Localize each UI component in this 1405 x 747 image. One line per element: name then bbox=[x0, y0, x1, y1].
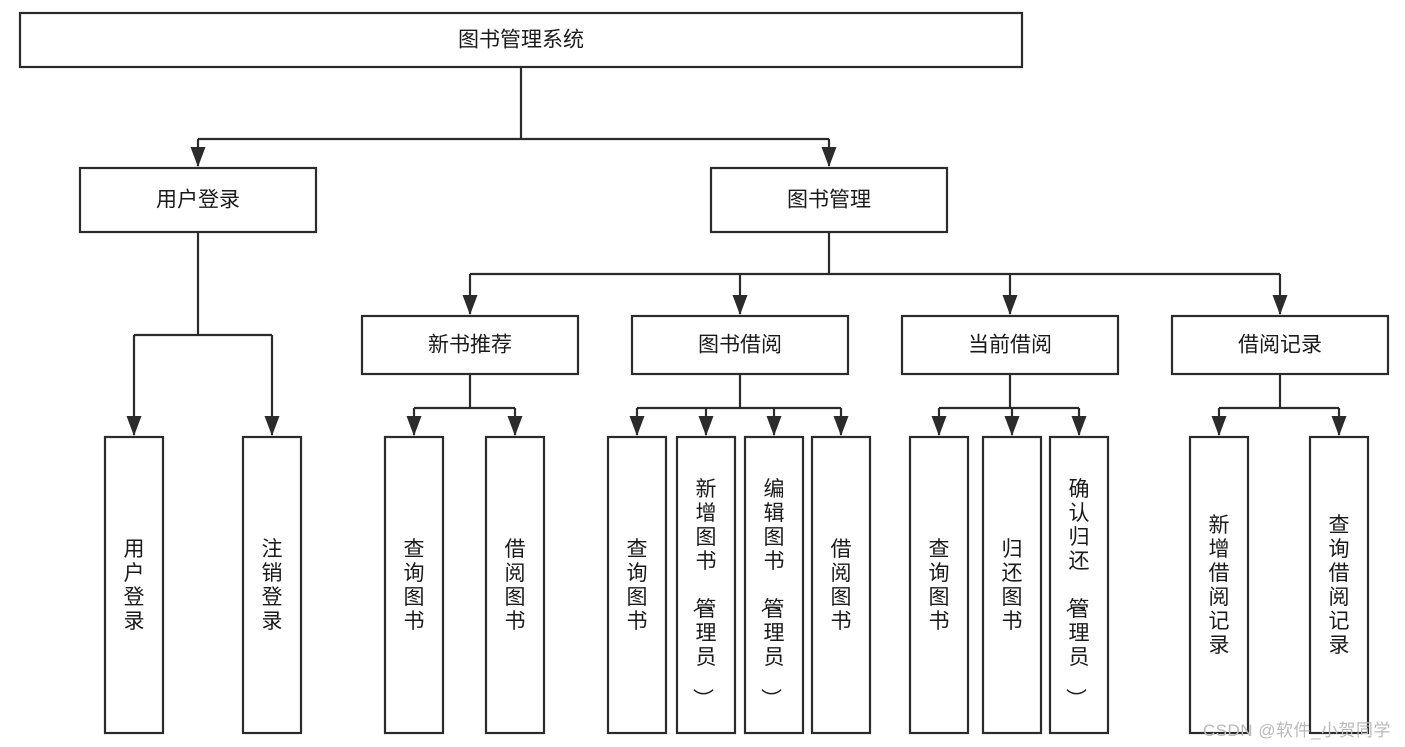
node-box[interactable] bbox=[743, 435, 805, 735]
arrow-head-icon bbox=[406, 416, 422, 436]
node-label: 用户登录 bbox=[124, 538, 145, 633]
node-layer: 图书管理系统用户登录图书管理新书推荐图书借阅当前借阅借阅记录用户登录注销登录查询… bbox=[18, 11, 1390, 735]
arrow-head-icon bbox=[931, 416, 947, 436]
node-label: 图书管理系统 bbox=[458, 29, 584, 52]
arrow-head-icon bbox=[190, 147, 206, 167]
node-box[interactable] bbox=[1170, 314, 1390, 376]
node-leaf_1[interactable]: 注销登录 bbox=[241, 435, 303, 735]
node-box[interactable] bbox=[360, 314, 580, 376]
node-l3_1[interactable]: 图书借阅 bbox=[630, 314, 850, 376]
node-label: 借阅记录 bbox=[1238, 334, 1322, 357]
node-label: 注销登录 bbox=[262, 538, 283, 633]
node-box[interactable] bbox=[383, 435, 445, 735]
node-label: 借阅图书 bbox=[831, 538, 852, 633]
arrow-head-icon bbox=[766, 416, 782, 436]
node-l3_3[interactable]: 借阅记录 bbox=[1170, 314, 1390, 376]
node-box[interactable] bbox=[1188, 435, 1250, 735]
node-leaf_6[interactable]: 编辑图书（管理员） bbox=[743, 435, 805, 735]
node-box[interactable] bbox=[1308, 435, 1370, 735]
node-label: 新增图书（管理员） bbox=[691, 478, 717, 709]
arrow-head-icon bbox=[1004, 416, 1020, 436]
connector-layer bbox=[126, 67, 1347, 436]
arrow-head-icon bbox=[1211, 416, 1227, 436]
arrow-head-icon bbox=[1272, 295, 1288, 315]
node-label: 当前借阅 bbox=[968, 334, 1052, 357]
arrow-head-icon bbox=[264, 416, 280, 436]
arrow-head-icon bbox=[462, 295, 478, 315]
arrow-head-icon bbox=[629, 416, 645, 436]
node-box[interactable] bbox=[606, 435, 668, 735]
node-box[interactable] bbox=[810, 435, 872, 735]
arrow-head-icon bbox=[1071, 416, 1087, 436]
arrow-head-icon bbox=[698, 416, 714, 436]
arrow-head-icon bbox=[1002, 295, 1018, 315]
node-leaf_12[interactable]: 查询借阅记录 bbox=[1308, 435, 1370, 735]
node-box[interactable] bbox=[241, 435, 303, 735]
node-leaf_3[interactable]: 借阅图书 bbox=[484, 435, 546, 735]
node-box[interactable] bbox=[675, 435, 737, 735]
node-box[interactable] bbox=[484, 435, 546, 735]
node-label: 图书管理 bbox=[787, 189, 871, 212]
node-box[interactable] bbox=[981, 435, 1043, 735]
node-label: 查询借阅记录 bbox=[1329, 514, 1350, 657]
arrow-head-icon bbox=[1331, 416, 1347, 436]
node-label: 图书借阅 bbox=[698, 334, 782, 357]
node-label: 归还图书 bbox=[1002, 538, 1023, 633]
arrow-head-icon bbox=[821, 147, 837, 167]
node-label: 借阅图书 bbox=[505, 538, 526, 633]
arrow-head-icon bbox=[507, 416, 523, 436]
node-leaf_5[interactable]: 新增图书（管理员） bbox=[675, 435, 737, 735]
node-label: 新增借阅记录 bbox=[1209, 514, 1230, 657]
node-l2_0[interactable]: 用户登录 bbox=[78, 166, 318, 234]
arrow-head-icon bbox=[126, 416, 142, 436]
node-box[interactable] bbox=[103, 435, 165, 735]
node-root[interactable]: 图书管理系统 bbox=[18, 11, 1024, 69]
node-box[interactable] bbox=[630, 314, 850, 376]
node-label: 查询图书 bbox=[627, 538, 648, 633]
node-label: 查询图书 bbox=[929, 538, 950, 633]
node-box[interactable] bbox=[900, 314, 1120, 376]
node-leaf_0[interactable]: 用户登录 bbox=[103, 435, 165, 735]
arrow-head-icon bbox=[833, 416, 849, 436]
node-leaf_7[interactable]: 借阅图书 bbox=[810, 435, 872, 735]
node-box[interactable] bbox=[78, 166, 318, 234]
node-label: 用户登录 bbox=[156, 189, 240, 212]
node-box[interactable] bbox=[18, 11, 1024, 69]
node-box[interactable] bbox=[709, 166, 949, 234]
node-label: 查询图书 bbox=[404, 538, 425, 633]
node-label: 编辑图书（管理员） bbox=[759, 478, 785, 709]
node-l2_1[interactable]: 图书管理 bbox=[709, 166, 949, 234]
node-l3_2[interactable]: 当前借阅 bbox=[900, 314, 1120, 376]
node-l3_0[interactable]: 新书推荐 bbox=[360, 314, 580, 376]
node-leaf_10[interactable]: 确认归还（管理员） bbox=[1048, 435, 1110, 735]
node-label: 确认归还（管理员） bbox=[1064, 478, 1090, 709]
csdn-watermark: CSDN @软件_小贺同学 bbox=[1202, 721, 1391, 740]
node-leaf_11[interactable]: 新增借阅记录 bbox=[1188, 435, 1250, 735]
node-label: 新书推荐 bbox=[428, 334, 512, 357]
node-leaf_2[interactable]: 查询图书 bbox=[383, 435, 445, 735]
node-leaf_8[interactable]: 查询图书 bbox=[908, 435, 970, 735]
node-box[interactable] bbox=[908, 435, 970, 735]
arrow-head-icon bbox=[732, 295, 748, 315]
node-leaf_4[interactable]: 查询图书 bbox=[606, 435, 668, 735]
node-box[interactable] bbox=[1048, 435, 1110, 735]
node-leaf_9[interactable]: 归还图书 bbox=[981, 435, 1043, 735]
